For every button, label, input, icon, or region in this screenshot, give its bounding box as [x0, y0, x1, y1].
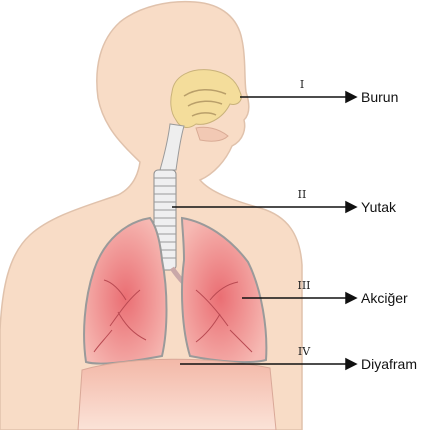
- diaphragm: [78, 359, 276, 430]
- arrowhead-diyafram: [346, 359, 356, 369]
- numeral-yutak: II: [298, 188, 307, 201]
- label-burun: Burun: [361, 89, 398, 105]
- arrowhead-burun: [346, 92, 356, 102]
- numeral-burun: I: [300, 78, 304, 91]
- numeral-diyafram: IV: [298, 345, 311, 358]
- arrowhead-yutak: [346, 202, 356, 212]
- arrowhead-akciger: [346, 293, 356, 303]
- label-diyafram: Diyafram: [361, 356, 417, 372]
- label-yutak: Yutak: [361, 199, 397, 215]
- label-akciger: Akciğer: [361, 290, 408, 306]
- numeral-akciger: III: [297, 279, 310, 292]
